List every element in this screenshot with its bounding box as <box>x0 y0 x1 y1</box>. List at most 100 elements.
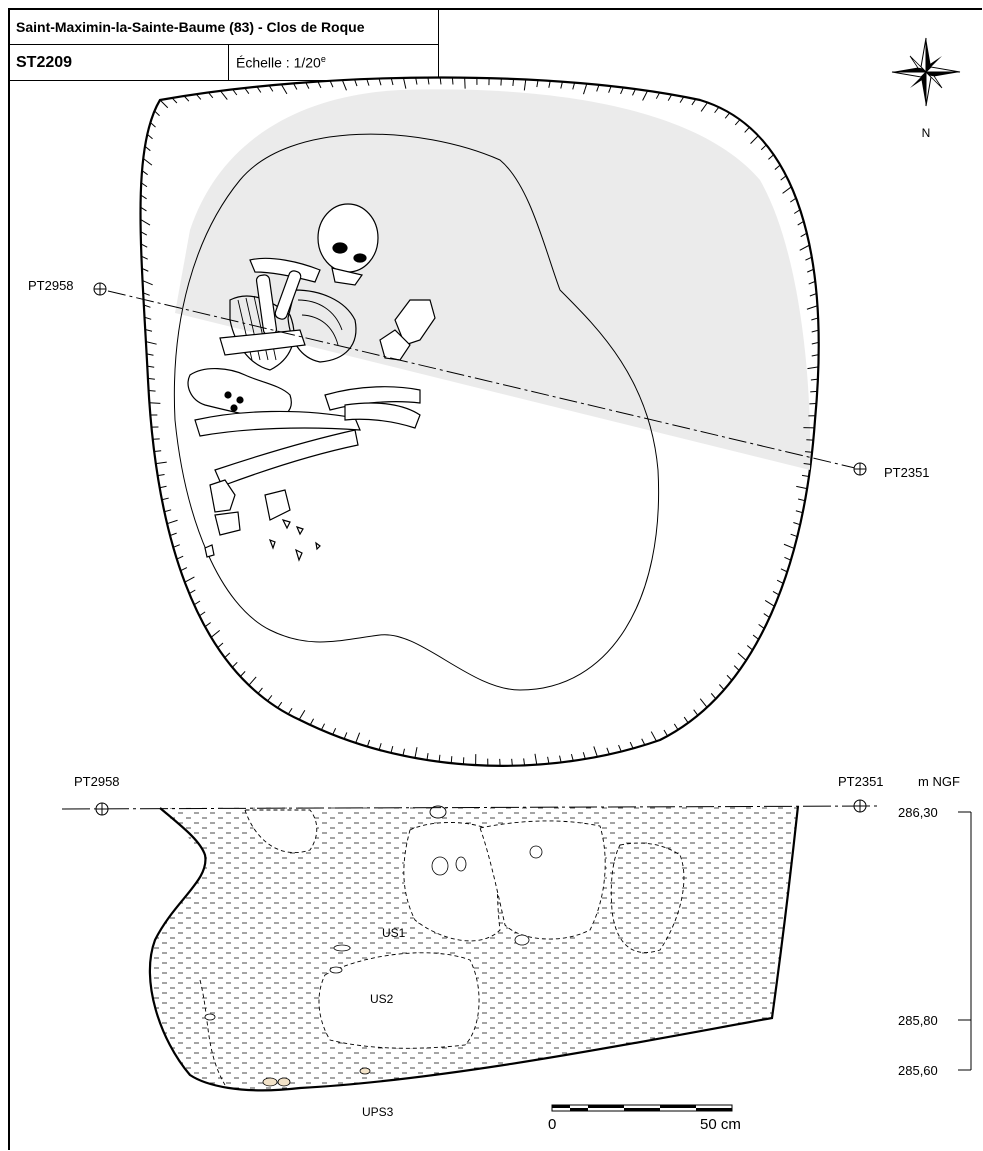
hachure-tick <box>220 90 228 100</box>
hachure-tick <box>147 365 155 368</box>
shaded-area <box>175 89 811 470</box>
hachure-tick <box>378 743 382 751</box>
hachure-tick <box>608 85 612 93</box>
hachure-tick <box>512 78 515 86</box>
hachure-tick <box>780 568 788 573</box>
hachure-tick <box>141 255 148 260</box>
hachure-tick <box>811 341 819 345</box>
hachure-tick <box>795 510 803 514</box>
hachure-tick <box>207 92 214 99</box>
scale-superscript: e <box>320 54 326 65</box>
hachure-tick <box>783 543 795 549</box>
hachure-tick <box>798 498 806 502</box>
hachure-tick <box>140 194 147 200</box>
hachure-tick <box>810 378 818 381</box>
hachure-tick <box>256 86 262 93</box>
hachure-tick <box>193 600 201 606</box>
hachure-tick <box>782 186 792 194</box>
hachure-tick <box>143 304 151 308</box>
hachure-tick <box>268 85 274 92</box>
layer-us2: US2 <box>370 992 394 1006</box>
hachure-tick <box>655 92 661 99</box>
hachure-tick <box>173 544 180 548</box>
hachure-tick <box>807 366 819 370</box>
hachure-tick <box>808 280 816 285</box>
hachure-tick <box>534 753 538 765</box>
hachure-tick <box>693 709 699 716</box>
hachure-tick <box>166 519 178 525</box>
hachure-tick <box>750 135 759 144</box>
hachure-tick <box>810 390 818 393</box>
hachure-tick <box>807 268 814 273</box>
hachure-tick <box>257 687 263 694</box>
hachure-tick <box>378 78 382 86</box>
hachure-tick <box>768 154 774 160</box>
hachure-tick <box>171 97 178 104</box>
hachure-tick <box>154 110 160 117</box>
elevation-top: 286,30 <box>898 805 938 820</box>
scale-end-label: 50 cm <box>700 1116 741 1133</box>
hachure-tick <box>159 485 167 489</box>
hachure-tick <box>734 119 741 126</box>
hachure-tick <box>224 652 231 659</box>
hachure-tick <box>320 723 325 731</box>
hachure-tick <box>650 731 657 742</box>
plan-point-right-label: PT2351 <box>884 465 930 480</box>
hachure-tick <box>523 79 527 91</box>
hachure-tick <box>632 88 636 96</box>
hachure-tick <box>402 77 407 89</box>
plan-section-line <box>93 282 867 476</box>
hachure-tick <box>159 99 169 109</box>
site-title: Saint-Maximin-la-Sainte-Baume (83) - Clo… <box>8 8 439 45</box>
hachure-tick <box>801 474 809 478</box>
hachure-tick <box>806 305 818 310</box>
hachure-tick <box>239 671 246 677</box>
hachure-tick <box>267 695 273 702</box>
title-block: Saint-Maximin-la-Sainte-Baume (83) - Clo… <box>8 8 439 81</box>
hachure-tick <box>726 674 733 681</box>
hachure-tick <box>217 642 224 649</box>
hachure-tick <box>800 232 808 238</box>
north-arrow-icon <box>891 37 961 107</box>
hachure-tick <box>140 206 147 212</box>
hachure-tick <box>700 102 708 112</box>
hachure-tick <box>142 292 150 296</box>
hachure-tick <box>355 732 361 744</box>
hachure-tick <box>710 693 717 700</box>
hachure-tick <box>560 81 563 89</box>
plan-point-left-icon <box>93 282 107 296</box>
hachure-tick <box>548 80 551 88</box>
hachure-tick <box>438 754 441 762</box>
hachure-tick <box>293 83 298 90</box>
hachure-tick <box>142 157 153 166</box>
hachure-tick <box>145 328 153 332</box>
hachure-tick <box>799 244 810 251</box>
hachure-tick <box>620 87 624 95</box>
hachure-tick <box>142 280 153 286</box>
hachure-tick <box>780 175 787 181</box>
hachure-tick <box>305 82 310 89</box>
hachure-tick <box>414 747 418 759</box>
layer-us1: US1 <box>382 926 406 940</box>
pit-edge-hachures <box>140 77 819 766</box>
inner-contour <box>173 133 660 691</box>
hachure-tick <box>511 758 513 766</box>
section-point-left-label: PT2958 <box>74 774 120 789</box>
hachure-tick <box>366 78 370 86</box>
section-point-right-icon <box>853 799 867 813</box>
hachure-tick <box>593 746 598 757</box>
hachure-tick <box>763 613 770 618</box>
hachure-tick <box>683 716 689 724</box>
hachure-tick <box>287 707 293 715</box>
hachure-tick <box>572 82 576 90</box>
hachure-tick <box>450 756 453 764</box>
hachure-tick <box>140 219 151 226</box>
hachure-tick <box>329 80 334 88</box>
hachure-tick <box>140 243 148 248</box>
hachure-tick <box>797 220 804 226</box>
hachure-tick <box>790 533 798 538</box>
hachure-tick <box>415 77 418 85</box>
hachure-tick <box>169 532 177 537</box>
hachure-tick <box>803 463 811 465</box>
hachure-tick <box>811 317 819 321</box>
